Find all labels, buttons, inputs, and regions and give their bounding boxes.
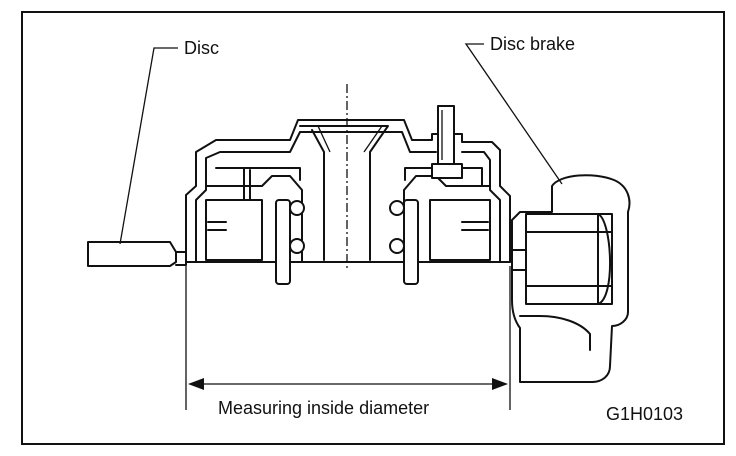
hub-windows — [205, 199, 491, 261]
hub-body — [185, 119, 511, 263]
figure-frame — [21, 11, 725, 445]
disc-brake-label: Disc brake — [490, 34, 575, 54]
disc-leader-line — [119, 47, 178, 245]
disc-label: Disc — [184, 38, 219, 58]
measuring-inside-diameter-label: Measuring inside diameter — [218, 398, 429, 418]
disc-brake-leader-line — [464, 43, 563, 185]
disc-brake-caliper — [511, 174, 631, 383]
figure-code-label: G1H0103 — [606, 404, 683, 424]
measuring-dimension — [185, 266, 511, 410]
disc-part — [87, 241, 187, 267]
bearing-right — [389, 199, 419, 285]
stud-bolt — [431, 105, 463, 179]
bearing-left — [275, 199, 305, 285]
